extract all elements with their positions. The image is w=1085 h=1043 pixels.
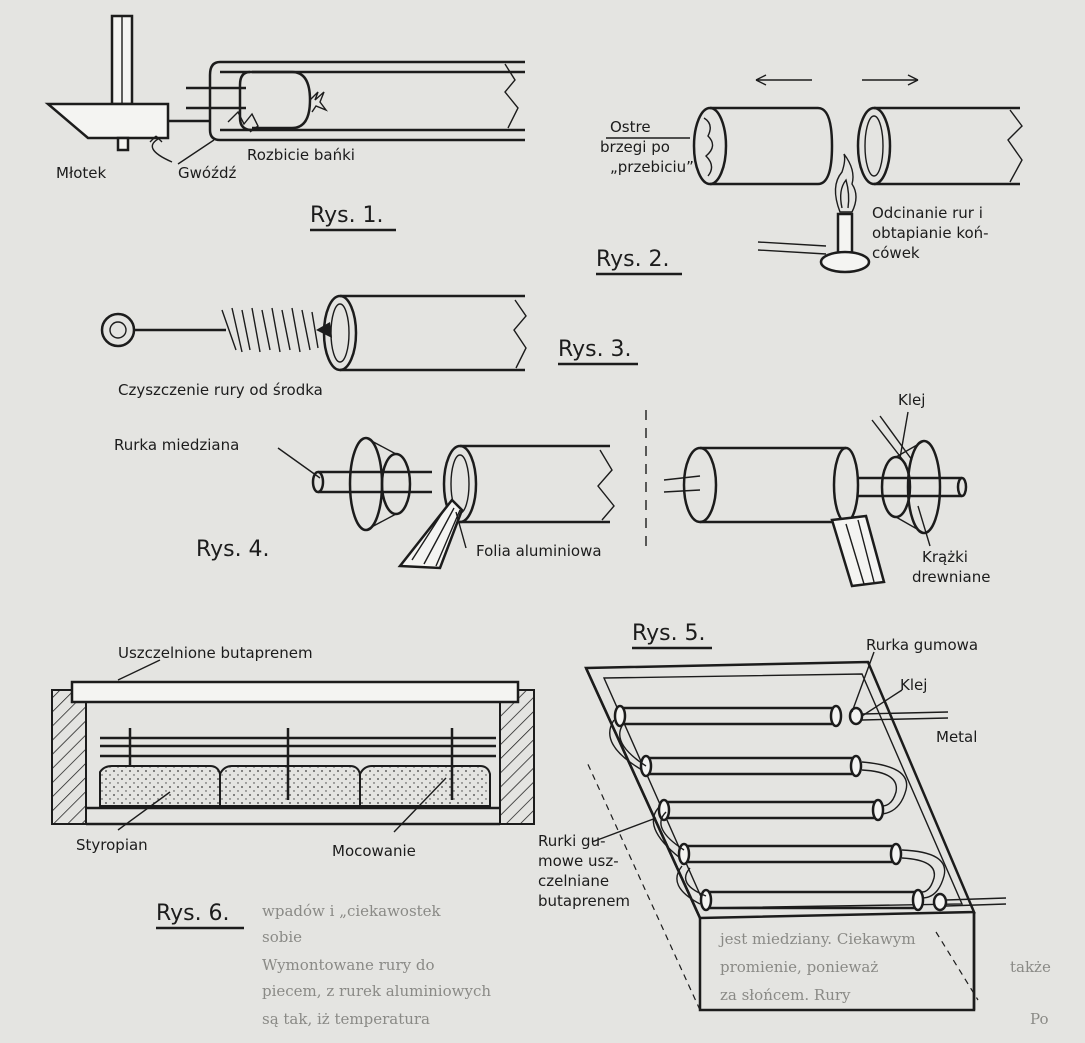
collector-tubes [609,704,1007,912]
rubber-connectors [609,719,946,905]
styrofoam-insulation [99,765,491,807]
right-tube-with-foil [663,446,886,588]
figure-5-label-glue: Klej [900,676,927,694]
bleed-text-8: za słońcem. Rury [720,986,851,1004]
candle-flame-illustration [757,153,871,274]
figure-2-label-sharp-edges-1: Ostre [610,118,651,136]
bleed-text-10: Po [1030,1010,1049,1028]
tube-row-5 [699,888,1007,912]
figure-5-label-rubber-tubes-2: mowe usz- [538,852,619,870]
figure-2-tube-cutting: Ostre brzegi po „przebiciu” Odcinanie ru… [596,74,1023,276]
collector-box-frame [584,660,979,1012]
figure-5-label-rubber-tubes-3: czelniane [538,872,609,890]
figure-1-title: Rys. 1. [310,203,384,228]
bleed-text-6: jest miedziany. Ciekawym [720,930,916,948]
figure-3-title: Rys. 3. [558,337,632,362]
figure-2-label-sharp-edges-3: „przebiciu” [610,158,694,176]
box-cross-section [51,680,535,826]
figure-6-title: Rys. 6. [156,901,230,926]
figure-5-label-rubber-tubes-1: Rurki gu- [538,832,606,850]
figure-6-label-styrofoam: Styropian [76,836,148,854]
figure-5-label-metal: Metal [936,728,977,746]
figure-4-label-glue: Klej [898,391,925,409]
bleed-text-7: promienie, ponieważ [720,958,879,976]
figure-4-label-wooden-discs-2: drewniane [912,568,990,586]
bleed-text-3: Wymontowane rury do [262,956,435,974]
figure-4-foil-lining: Rurka miedziana Folia aluminiowa Klej Kr… [114,391,990,588]
right-tube-piece [856,106,1023,186]
absorber-tubes [100,728,496,800]
figure-5-label-rubber-tube: Rurka gumowa [866,636,978,654]
figure-2-title: Rys. 2. [596,247,670,272]
figure-5-label-rubber-tubes-4: butaprenem [538,892,630,910]
tube-row-3 [657,798,885,822]
bleed-text-9: także [1010,958,1051,976]
figure-4-label-copper-tube: Rurka miedziana [114,436,239,454]
hammer-illustration [44,14,210,152]
tube-row-1 [613,704,949,728]
tube-section [322,294,527,372]
figure-3-tube-cleaning: Czyszczenie rury od środka Rys. 3. [100,294,638,399]
left-tube-piece [692,106,834,186]
figure-1-label-nail: Gwóźdź [178,164,236,182]
figure-5-title: Rys. 5. [632,621,706,646]
bleed-text-4: piecem, z rurek aluminiowych [262,982,492,1000]
figure-2-label-cutting-2: obtapianie koń- [872,224,989,242]
bleed-text-5: są tak, iż temperatura [262,1010,430,1028]
figure-1-label-bulb-break: Rozbicie bańki [247,146,355,164]
figure-2-label-sharp-edges-2: brzegi po [600,138,670,156]
right-wooden-disc [858,415,968,535]
tube-row-2 [639,754,863,778]
tube-row-4 [677,842,903,866]
figure-2-label-cutting-1: Odcinanie rur i [872,204,983,222]
bleed-text-1: wpadów i „ciekawostek [262,902,441,920]
left-tube-with-foil [397,444,615,570]
figure-6-collector-cross-section: Uszczelnione butaprenem Styropian Mocowa… [51,644,535,930]
figure-1-label-hammer: Młotek [56,164,106,182]
brush-illustration [100,307,332,353]
bleed-text-2: sobie [262,928,303,946]
figure-4-title: Rys. 4. [196,537,270,562]
glass-tube-illustration [186,60,525,142]
figure-6-label-mounting: Mocowanie [332,842,416,860]
figure-4-label-wooden-discs-1: Krążki [922,548,968,566]
figure-2-label-cutting-3: cówek [872,244,920,262]
figure-5-collector-box: Rurka gumowa Klej Metal Rurki gu- mowe u… [538,621,1007,1012]
left-wooden-disc [311,436,432,532]
direction-arrows [755,74,919,86]
figure-4-label-aluminium-foil: Folia aluminiowa [476,542,602,560]
figure-1-bulb-breaking: Młotek Gwóźdź Rozbicie bańki Rys. 1. [44,14,525,232]
figure-6-label-sealed: Uszczelnione butaprenem [118,644,313,662]
figure-3-label-cleaning: Czyszczenie rury od środka [118,381,323,399]
